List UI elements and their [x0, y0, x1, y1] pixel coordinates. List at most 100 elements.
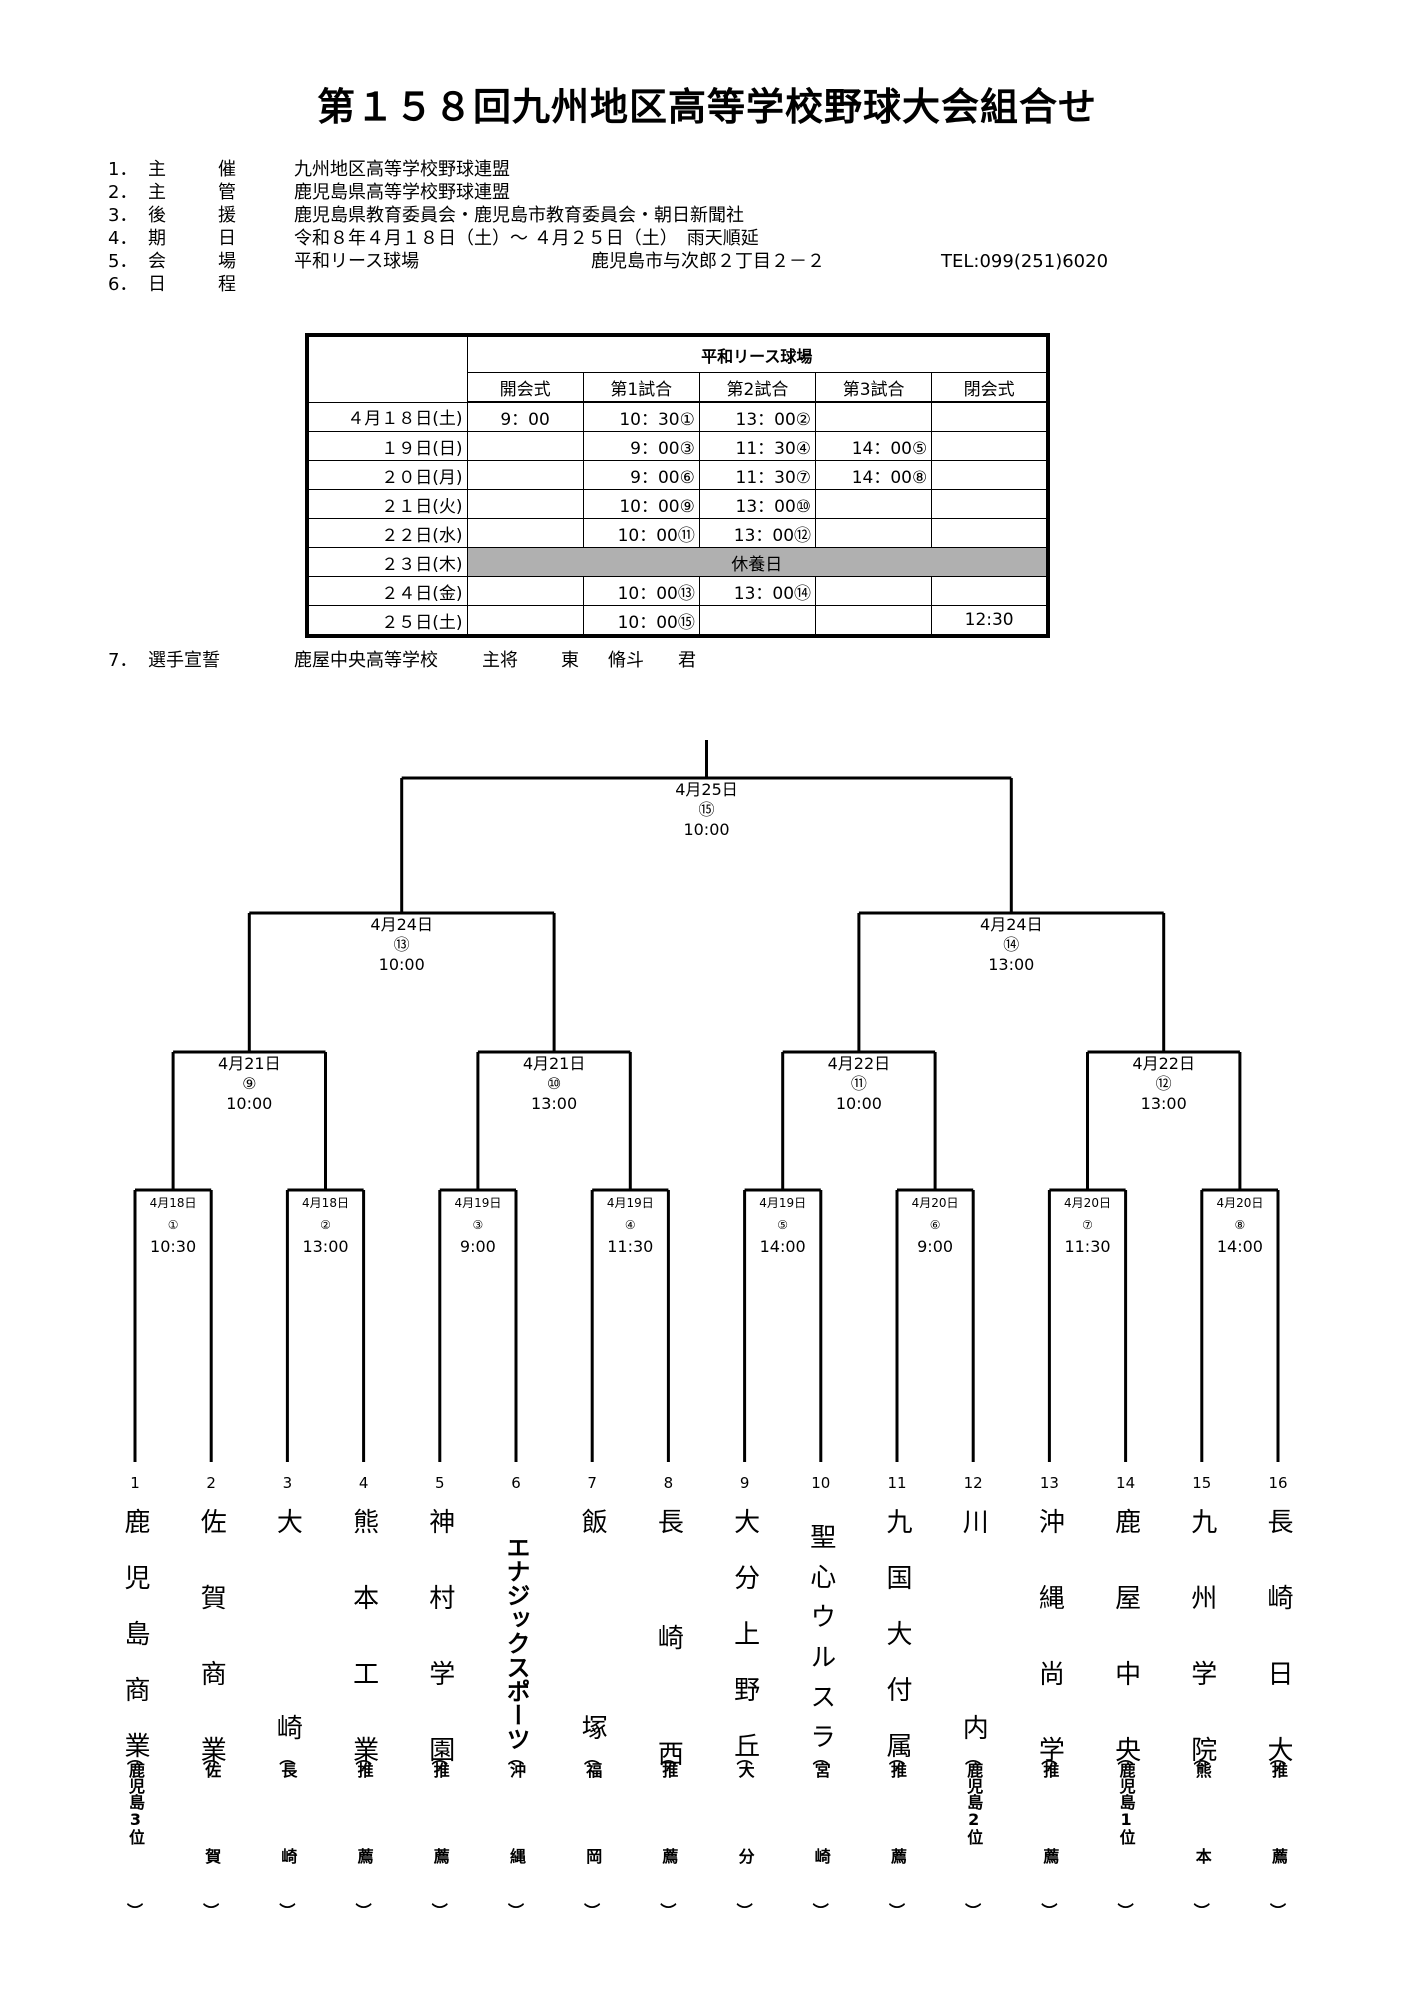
- team-seed-number: 10: [811, 1474, 831, 1492]
- prefecture-open-bracket: ︵: [888, 1748, 906, 1767]
- schedule-col-header: 第3試合: [815, 372, 933, 403]
- schedule-cell: 11：30⑦: [698, 460, 817, 490]
- team-prefecture: 推薦: [430, 1762, 450, 1934]
- match-date: 4月20日: [1216, 1196, 1264, 1210]
- prefecture-open-bracket: ︵: [1269, 1748, 1287, 1767]
- team-name: 飯塚: [577, 1508, 608, 1920]
- prefecture-close-bracket: ︶: [736, 1902, 753, 1921]
- match-game: ⑩: [546, 1074, 562, 1093]
- schedule-cell: [931, 518, 1049, 548]
- match-date: 4月20日: [911, 1196, 959, 1210]
- schedule-date: ２１日(火): [306, 489, 468, 519]
- match-date: 4月18日: [149, 1196, 197, 1210]
- player-oath: 7． 選手宣誓 鹿屋中央高等学校 主将 東 脩斗 君: [108, 646, 908, 671]
- schedule-cell: 10：30①: [582, 401, 700, 432]
- match-game: ②: [320, 1218, 331, 1232]
- team-prefecture: 推薦: [354, 1762, 374, 1934]
- info-value: 鹿児島県高等学校野球連盟: [294, 182, 510, 203]
- match-game: ⑥: [929, 1218, 941, 1232]
- team-prefecture: 福岡: [583, 1762, 603, 1934]
- prefecture-open-bracket: ︵: [203, 1748, 220, 1767]
- match-time: 13:00: [1140, 1094, 1187, 1113]
- match-game: ③: [472, 1218, 484, 1232]
- info-label-1: 主: [148, 159, 166, 180]
- info-number: 6．: [108, 274, 138, 295]
- match-date: 4月19日: [454, 1196, 502, 1210]
- match-time: 9:00: [459, 1237, 496, 1256]
- oath-school: 鹿屋中央高等学校: [294, 650, 438, 671]
- info-value: 令和８年４月１８日（土）～ ４月２５日（土） 雨天順延: [294, 228, 759, 249]
- team-prefecture: 佐賀: [202, 1762, 222, 1934]
- match-game: ⑫: [1155, 1074, 1172, 1093]
- prefecture-open-bracket: ︵: [584, 1748, 601, 1767]
- schedule-cell: [931, 489, 1049, 519]
- team-name: 佐賀商業: [196, 1508, 227, 1812]
- info-number: 5．: [108, 251, 138, 272]
- page-title: 第１５８回九州地区高等学校野球大会組合せ: [316, 85, 1097, 129]
- oath-surname: 東: [561, 650, 579, 671]
- info-label-1: 期: [148, 228, 166, 249]
- team-seed-number: 14: [1116, 1474, 1136, 1492]
- schedule-date: ２５日(土): [306, 605, 468, 637]
- info-label-2: 催: [218, 159, 236, 180]
- match-time: 14:00: [1216, 1237, 1263, 1256]
- team-prefecture: 沖縄: [507, 1762, 526, 1934]
- schedule-cell: [931, 576, 1049, 606]
- match-game: ⑦: [1082, 1218, 1093, 1232]
- schedule-cell: [466, 605, 584, 637]
- prefecture-close-bracket: ︶: [279, 1902, 296, 1921]
- team-prefecture: 大分: [735, 1762, 755, 1934]
- prefecture-close-bracket: ︶: [203, 1902, 220, 1921]
- prefecture-close-bracket: ︶: [965, 1902, 982, 1921]
- match-time: 11:30: [607, 1237, 654, 1256]
- match-game: ⑤: [777, 1218, 789, 1232]
- match-time: 10:00: [226, 1094, 273, 1113]
- match-date: 4月19日: [759, 1196, 807, 1210]
- match-date: 4月24日: [370, 915, 433, 934]
- venue-address: 鹿児島市与次郎２丁目２－２: [591, 251, 825, 272]
- team-prefecture: 推薦: [888, 1762, 907, 1934]
- prefecture-open-bracket: ︵: [1117, 1748, 1134, 1767]
- info-number: 2．: [108, 182, 138, 203]
- team-seed-number: 6: [511, 1474, 521, 1492]
- prefecture-open-bracket: ︵: [812, 1748, 829, 1767]
- schedule-cell: [466, 576, 584, 606]
- schedule-cell: [815, 518, 933, 548]
- prefecture-close-bracket: ︶: [507, 1902, 525, 1921]
- schedule-cell: 10：00⑬: [582, 576, 700, 606]
- schedule-cell: 9：00⑥: [582, 460, 700, 490]
- team-name: 神村学園: [424, 1508, 455, 1812]
- prefecture-close-bracket: ︶: [1117, 1902, 1134, 1921]
- oath-number: 7．: [108, 650, 138, 671]
- info-label-1: 会: [148, 251, 166, 272]
- match-time: 13:00: [302, 1237, 349, 1256]
- schedule-cell: 10：00⑮: [582, 605, 700, 637]
- info-label-2: 援: [218, 205, 236, 226]
- team-name: 九州学院: [1186, 1508, 1217, 1812]
- match-game: ④: [624, 1218, 636, 1232]
- venue-tel: TEL:099(251)6020: [941, 251, 1109, 272]
- team-seed-number: 15: [1192, 1474, 1212, 1492]
- prefecture-open-bracket: ︵: [279, 1748, 296, 1767]
- team-seed-number: 16: [1268, 1474, 1288, 1492]
- info-number: 1．: [108, 159, 138, 180]
- match-date: 4月25日: [675, 780, 738, 799]
- schedule-cell: 13：00⑭: [698, 576, 817, 606]
- match-game: ⑧: [1234, 1218, 1246, 1232]
- team-seed-number: 5: [435, 1474, 445, 1492]
- team-name: 九国大付属: [882, 1508, 912, 1788]
- match-game: ⑮: [698, 800, 715, 819]
